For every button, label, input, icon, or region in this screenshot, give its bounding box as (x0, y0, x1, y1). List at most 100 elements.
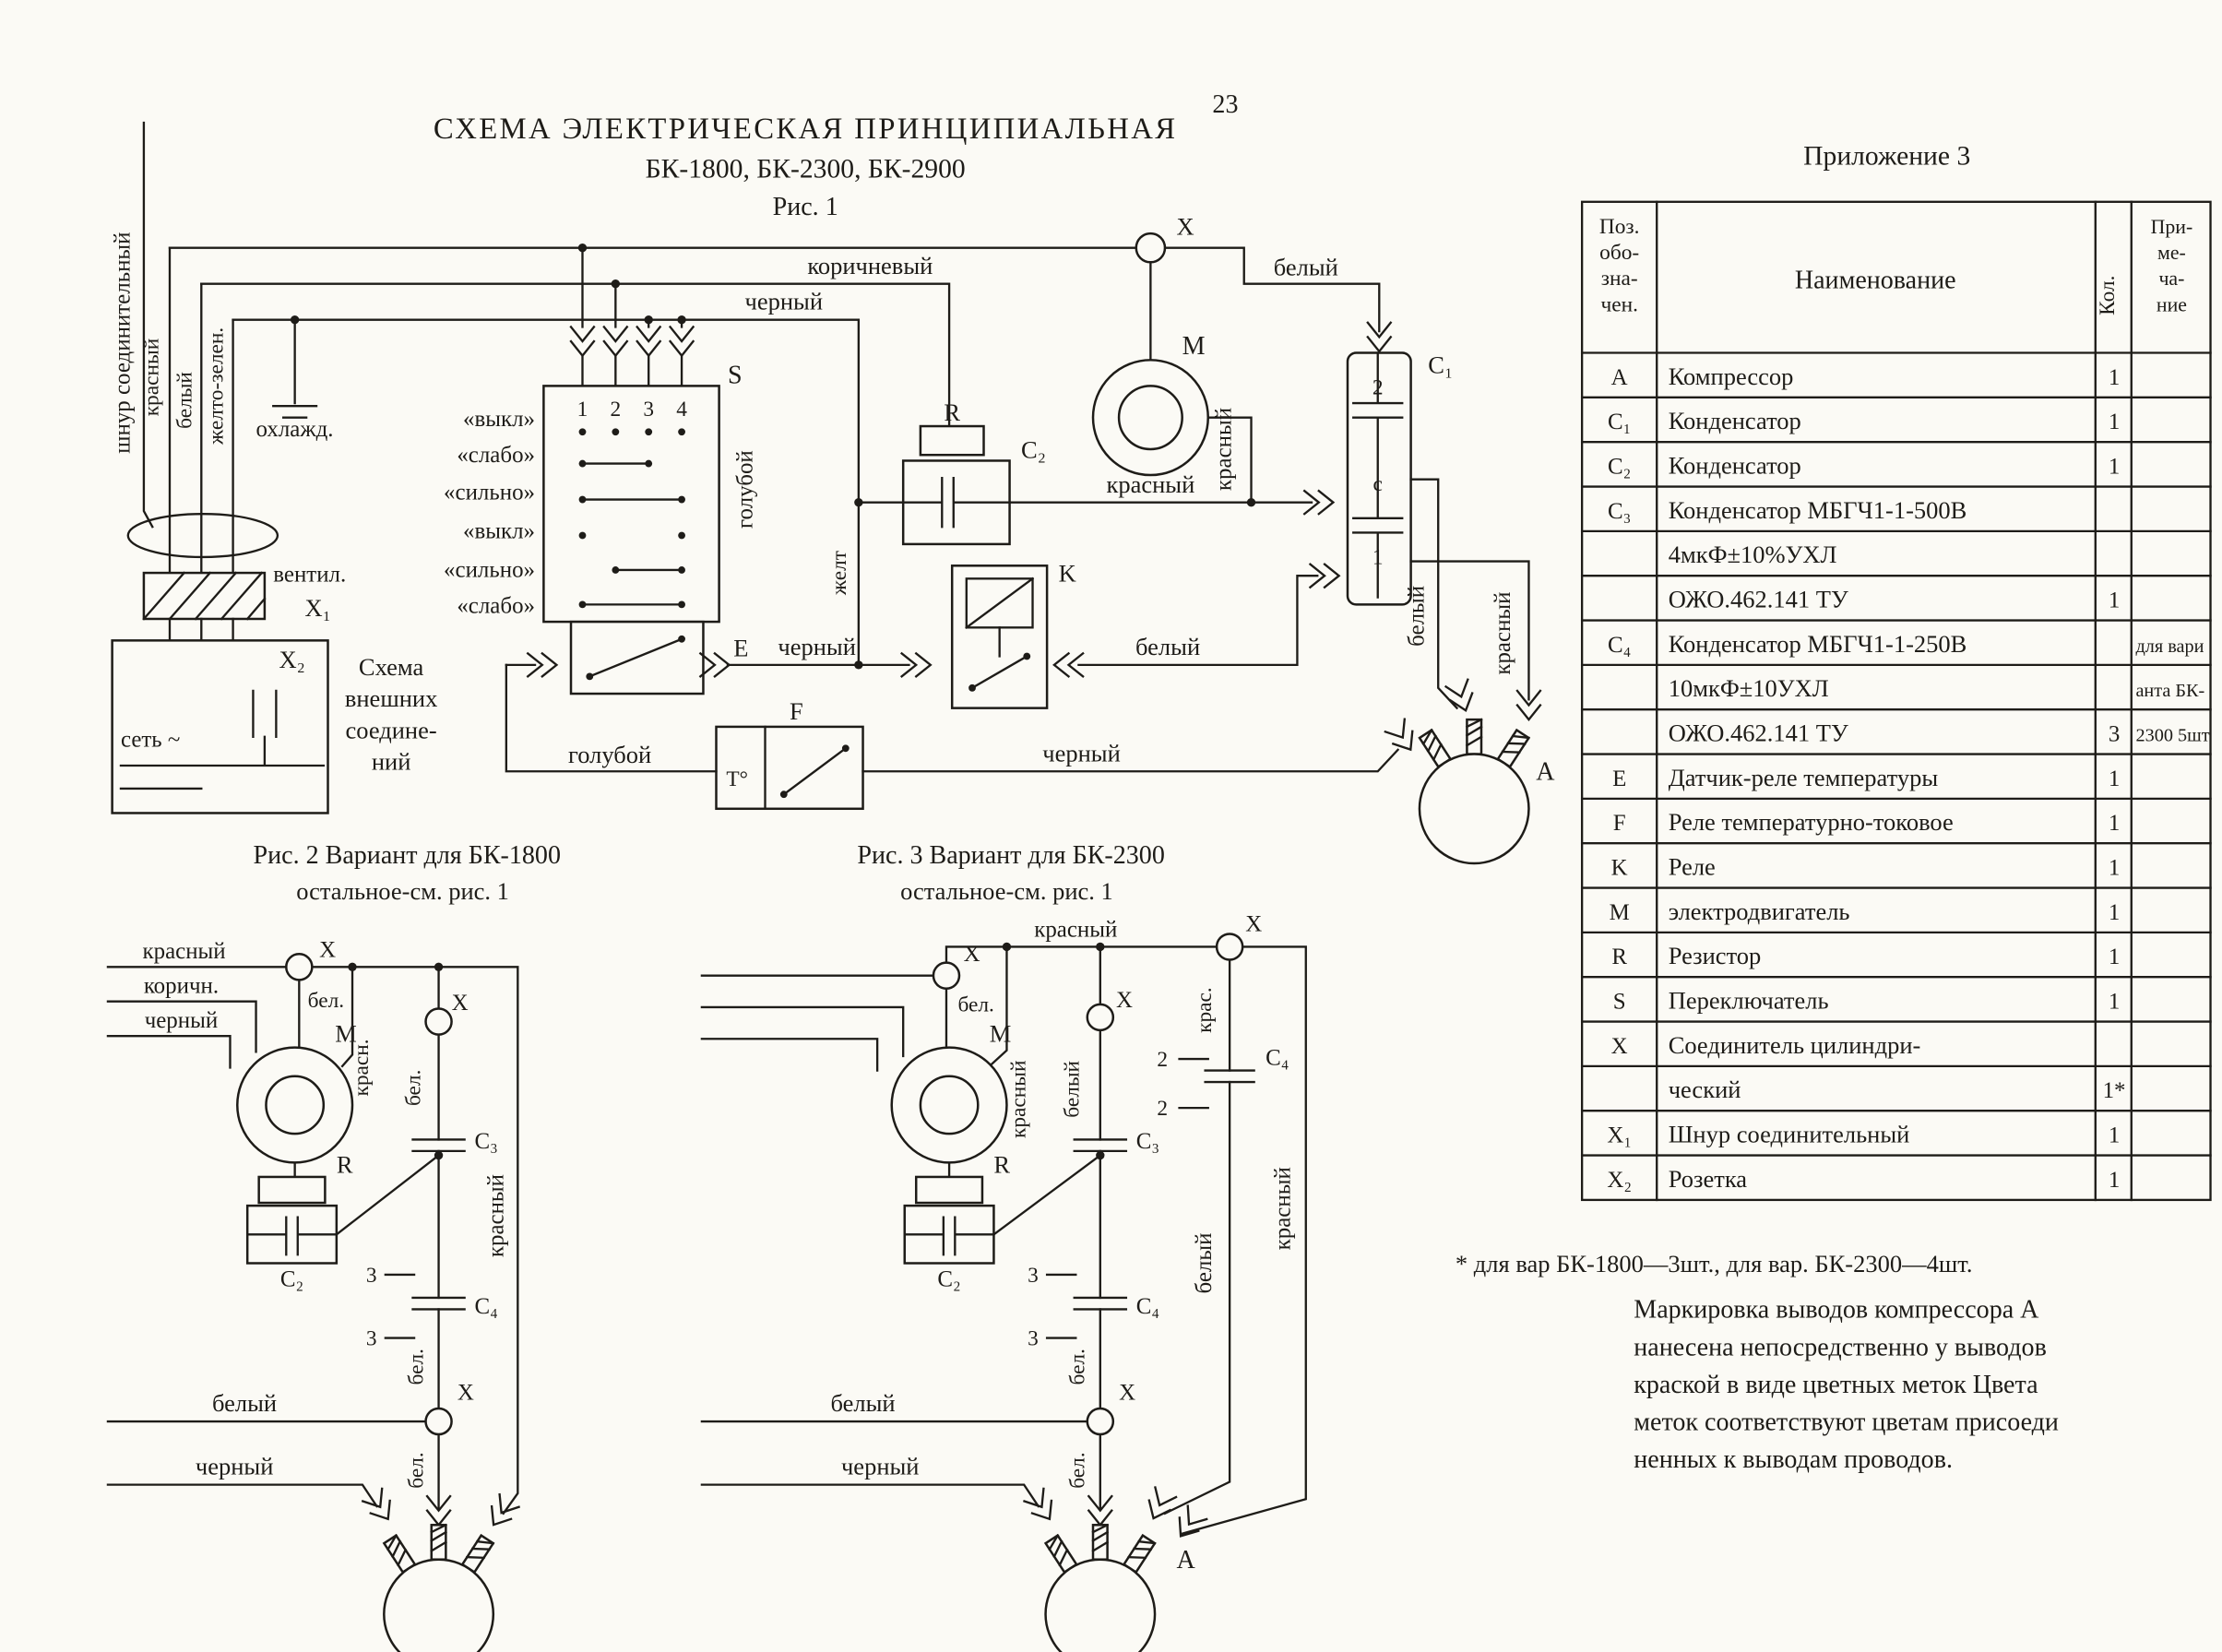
fig3-c4-right-plates (1204, 1069, 1255, 1084)
wire-label-white: белый (830, 1389, 895, 1417)
fig2-red-bus (106, 966, 519, 1515)
ref-c3: C₃ (1136, 1129, 1159, 1154)
fig3-terminal2-ticks (1178, 1057, 1209, 1110)
resistor-r (919, 424, 985, 457)
table-row: X₁ Шнур соединительный 1 (1607, 1121, 2120, 1148)
ref-r: R (993, 1150, 1010, 1178)
fig3-connector-x-top (1215, 933, 1244, 961)
fig3-black-wire (700, 1483, 1040, 1508)
terminal-3: 3 (1028, 1264, 1039, 1288)
ref-c3: C₃ (475, 1129, 498, 1154)
col-name-header: Наименование (1795, 266, 1956, 294)
ref-r: R (337, 1150, 353, 1178)
col-note-header: При- (2151, 216, 2193, 238)
schematic-subtitle: БК-1800, БК-2300, БК-2900 (646, 154, 966, 184)
cell-qty: 3 (2109, 722, 2120, 747)
ref-c2: C₂ (280, 1266, 303, 1291)
c1-terminal-1: 1 (1372, 546, 1384, 570)
wire-label-black: черный (841, 1453, 920, 1480)
bus-black (232, 318, 861, 667)
connector-x1 (142, 571, 267, 621)
cell-qty: 1 (2109, 454, 2120, 479)
cell-name: ОЖО.462.141 ТУ (1669, 585, 1848, 612)
mains-label: сеть ~ (121, 728, 180, 753)
fig2-left-wires (106, 1000, 257, 1069)
fig1-caption: Рис. 1 (773, 193, 838, 221)
cell-name: Реле (1669, 853, 1716, 881)
ref-c2: C₂ (1021, 435, 1046, 463)
col-pos-header: зна- (1601, 267, 1638, 291)
wire-white-mid (1077, 575, 1319, 667)
c1-terminal-2: 2 (1372, 376, 1384, 400)
wire-label-white-mid: белый (1135, 633, 1200, 660)
wire-label-red-v: красный (1007, 1060, 1031, 1138)
ext-schema-1: Схема (359, 653, 424, 681)
bus-brown (200, 282, 951, 428)
col-qty-header: Кол. (2096, 275, 2120, 315)
table-row: F Реле температурно-токовое 1 (1613, 808, 2121, 836)
wire-label-yellow-green: желто-зелен. (205, 327, 229, 446)
cell-pos: X₂ (1607, 1168, 1632, 1193)
switch-pin-1: 1 (577, 398, 588, 422)
wire-label-red-v: красный (1491, 591, 1515, 674)
cell-qty: 1 (2109, 1168, 2120, 1193)
cell-pos: F (1613, 811, 1626, 836)
ref-m: M (335, 1019, 357, 1047)
fig3-compressor (1044, 1524, 1157, 1652)
fig3-diagonal (992, 1153, 1102, 1236)
wire-label-black-top: черный (745, 288, 824, 315)
cell-name: Реле температурно-токовое (1669, 808, 1954, 836)
cell-pos: E (1612, 767, 1626, 791)
cord-label: шнур соединительный (110, 232, 135, 453)
fig3-caption-2: остальное-см. рис. 1 (900, 877, 1113, 905)
cell-pos: C₁ (1608, 410, 1631, 434)
switch-s (542, 385, 720, 624)
col-pos-header: обо- (1599, 241, 1639, 265)
wire-black-bottom (861, 748, 1400, 773)
cooling-probe (272, 318, 318, 419)
marking-note-line: краской в виде цветных меток Цвета (1634, 1371, 2038, 1399)
cell-pos: M (1610, 900, 1630, 925)
ref-f: F (790, 697, 803, 725)
switch-feeds (581, 246, 683, 328)
connector-x-top (1135, 232, 1167, 264)
relay-k (950, 565, 1049, 709)
cell-qty: 1 (2109, 410, 2120, 434)
wire-label-white-v2: белый (1192, 1233, 1217, 1294)
cell-name: Конденсатор (1669, 451, 1801, 479)
ref-c4: C₄ (1136, 1294, 1159, 1319)
switch-pos-4: «выкл» (463, 519, 535, 544)
wire-label-black: черный (145, 1008, 219, 1033)
ref-x: X (1116, 988, 1133, 1013)
parts-table: Поз. обо- зна- чен. Наименование Кол. Пр… (1456, 200, 2212, 1474)
cord-binder (126, 512, 279, 559)
col-note-header: ча- (2158, 267, 2184, 290)
wire-label-yellow: желт (827, 551, 851, 596)
temp-label: T° (726, 767, 748, 791)
motor-red-lead (1206, 416, 1253, 504)
page-header: 23 СХЕМА ЭЛЕКТРИЧЕСКАЯ ПРИНЦИПИАЛЬНАЯ БК… (434, 90, 1970, 221)
wire-label-red-short: красн. (350, 1039, 374, 1096)
cell-pos: R (1611, 945, 1627, 969)
wire-label-blue-h: голубой (568, 741, 651, 768)
cell-name: Переключатель (1669, 987, 1829, 1015)
motor-m (1091, 359, 1209, 477)
wire-label-red: красный (142, 939, 225, 964)
cell-qty: 1 (2109, 990, 2120, 1015)
wire-label-white-short: бел. (404, 1452, 428, 1488)
fig2-motor-m (236, 1046, 354, 1164)
col-pos-header: Поз. (1599, 215, 1640, 239)
wire-red-to-a (1409, 560, 1530, 701)
table-row: S Переключатель 1 (1613, 987, 2121, 1015)
fig2-capacitor-c2 (245, 1204, 339, 1265)
table-row: C₂ Конденсатор 1 (1608, 451, 2120, 479)
cell-qty: 1 (2109, 365, 2120, 390)
fig2-connector-x-3 (424, 1407, 453, 1436)
cell-name: Розетка (1669, 1165, 1748, 1193)
switch-pos-2: «слабо» (457, 443, 535, 468)
wire-label-black-bottom: черный (1042, 739, 1121, 767)
switch-pin-leads (581, 356, 683, 387)
fig3-schematic: Рис. 3 Вариант для БК-2300 остальное-см.… (700, 841, 1307, 1652)
